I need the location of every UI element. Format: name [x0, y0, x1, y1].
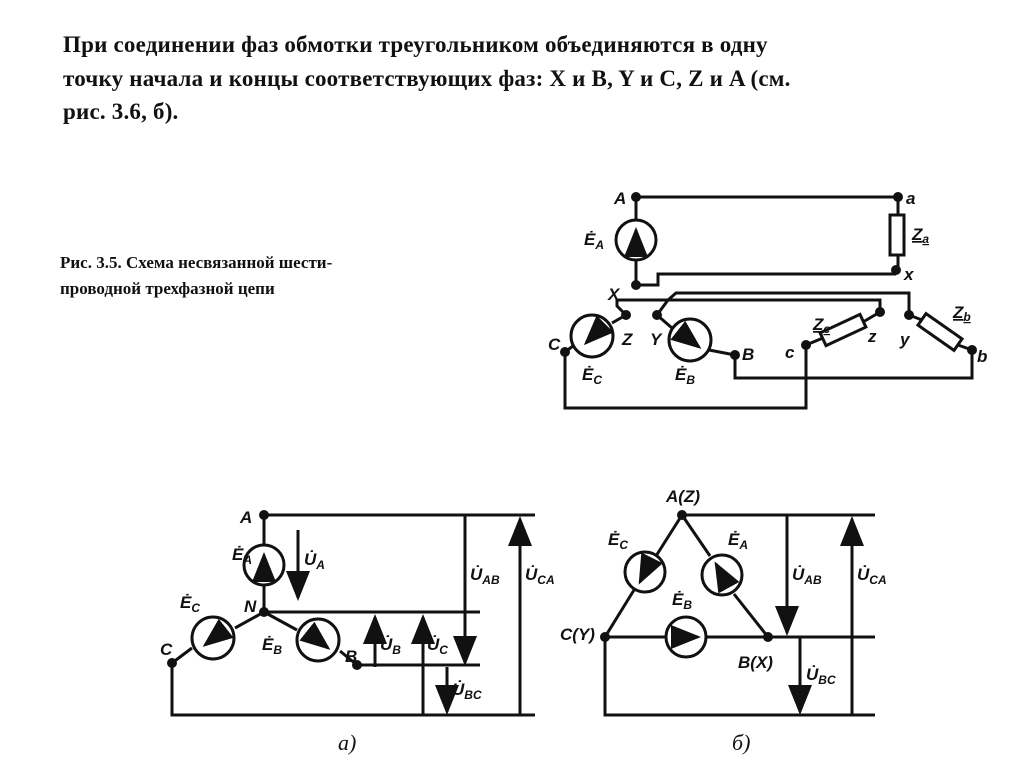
node-label-X: X	[607, 285, 621, 304]
node-label-C: C	[548, 335, 561, 354]
voltage-label-uab: U̇AB	[792, 565, 822, 587]
node-label-b: b	[977, 347, 987, 366]
figure-3-6b-delta: A(Z) C(Y) B(X) ĖC ĖA ĖB U̇AB U̇CA U̇BC	[560, 487, 887, 717]
voltage-label-ubc: U̇BC	[806, 665, 836, 687]
emf-label-ea: ĖA	[728, 530, 748, 552]
paragraph-line-3: рис. 3.6, б).	[63, 99, 179, 124]
figure-caption-line-2: проводной трехфазной цепи	[60, 279, 275, 298]
subfigure-label-a: а)	[338, 730, 357, 755]
node-label-N: N	[244, 597, 257, 616]
subfigure-label-b: б)	[732, 730, 751, 755]
node-label-z: z	[867, 327, 877, 346]
figure-3-5-six-wire-circuit: A a X x Z Y C B c z y b ĖA ĖC ĖB Za Zc Z…	[548, 189, 987, 410]
paragraph-line-1: При соединении фаз обмотки треугольником…	[63, 32, 768, 57]
impedance-label-zb: Zb	[952, 303, 971, 324]
node-label-C: C	[160, 640, 173, 659]
voltage-label-uc: U̇C	[427, 635, 448, 657]
node-label-B: B	[345, 647, 357, 666]
voltage-label-ubc: U̇BC	[452, 680, 482, 702]
node-label-CY: C(Y)	[560, 625, 595, 644]
figure-caption-line-1: Рис. 3.5. Схема несвязанной шести-	[60, 253, 333, 272]
emf-label-eb: ĖB	[672, 590, 692, 612]
impedance-label-za: Za	[911, 225, 929, 246]
voltage-label-uab: U̇AB	[470, 565, 500, 587]
emf-label-ec: ĖC	[582, 365, 602, 387]
node-label-BX: B(X)	[738, 653, 773, 672]
node-label-c: c	[785, 343, 795, 362]
node-label-x: x	[903, 265, 915, 284]
node-label-A: A	[613, 189, 626, 208]
voltage-label-ub: U̇B	[380, 635, 401, 657]
node-label-AZ: A(Z)	[665, 487, 700, 506]
emf-label-eb: ĖB	[262, 635, 282, 657]
emf-label-eb: ĖB	[675, 365, 695, 387]
emf-label-ec: ĖC	[608, 530, 628, 552]
node-label-a: a	[906, 189, 915, 208]
impedance-za	[888, 213, 906, 257]
voltage-label-uca: U̇CA	[525, 565, 555, 587]
node-label-B: B	[742, 345, 754, 364]
node-label-Z: Z	[621, 330, 633, 349]
voltage-label-ua: U̇A	[304, 550, 325, 572]
node-label-A: A	[239, 508, 252, 527]
paragraph-line-2: точку начала и концы соответствующих фаз…	[63, 66, 791, 91]
node-label-Y: Y	[650, 330, 663, 349]
node-label-y: y	[899, 330, 911, 349]
emf-label-ea: ĖA	[232, 545, 252, 567]
figure-3-6a-star: A N C B ĖA ĖC ĖB U̇A U̇AB U̇CA U̇B U̇C U…	[160, 508, 555, 717]
emf-label-ea: ĖA	[584, 230, 604, 252]
voltage-label-uca: U̇CA	[857, 565, 887, 587]
impedance-label-zc: Zc	[812, 315, 830, 336]
emf-label-ec: ĖC	[180, 593, 200, 615]
